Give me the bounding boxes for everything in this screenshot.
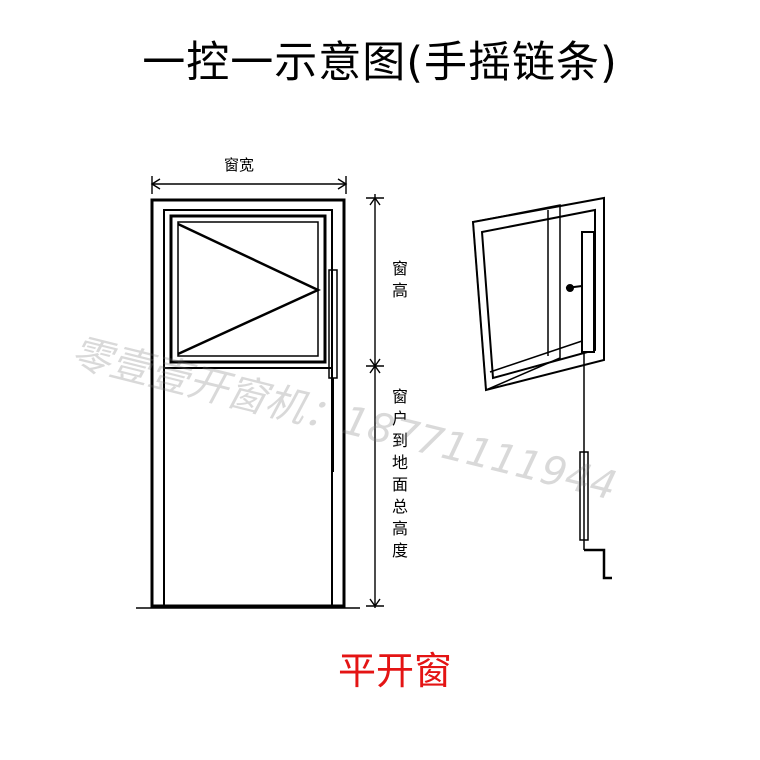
window-front-view — [136, 198, 360, 609]
vertical-label-char: 到 — [391, 431, 408, 450]
vertical-label-char: 高 — [391, 519, 408, 538]
window-open-view — [471, 196, 612, 580]
height-dimension — [366, 194, 384, 608]
vertical-label-char: 窗 — [391, 387, 408, 406]
vertical-label-char: 地 — [391, 453, 408, 472]
window-height-label: 窗高 — [390, 258, 410, 302]
window-width-label: 窗宽 — [224, 156, 255, 174]
vertical-label-char: 总 — [391, 497, 408, 516]
total-height-label: 窗户到地面总高度 — [390, 386, 410, 562]
vertical-label-char: 窗 — [391, 259, 408, 278]
vertical-label-char: 户 — [391, 409, 408, 428]
vertical-label-char: 度 — [391, 541, 408, 560]
width-dimension — [150, 176, 348, 194]
diagram-title: 一控一示意图(手摇链条) — [142, 38, 618, 88]
vertical-label-char: 面 — [391, 475, 408, 494]
vertical-label-char: 高 — [391, 281, 408, 300]
diagram-caption: 平开窗 — [337, 649, 452, 693]
